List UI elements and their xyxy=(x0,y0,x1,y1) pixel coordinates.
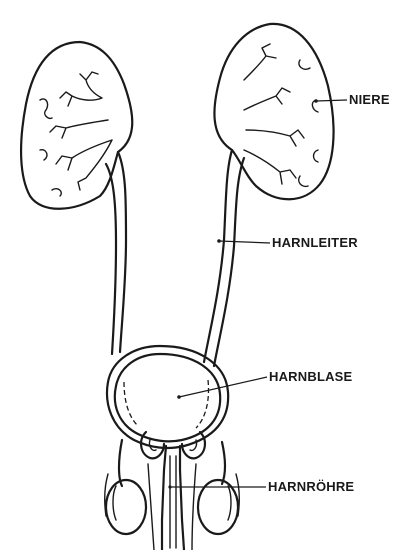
urethra xyxy=(148,446,196,550)
bladder xyxy=(107,346,228,448)
leader-lines xyxy=(168,99,347,488)
leader-bladder xyxy=(179,377,267,397)
kidney-label: NIERE xyxy=(349,93,390,107)
ureters xyxy=(106,150,244,366)
leader-ureter xyxy=(219,241,270,243)
right-kidney xyxy=(214,24,333,199)
left-kidney xyxy=(21,42,132,209)
leader-kidney xyxy=(316,100,347,101)
urethra-label: HARNRÖHRE xyxy=(268,480,354,494)
bladder-label: HARNBLASE xyxy=(269,370,352,384)
ureter-label: HARNLEITER xyxy=(272,236,358,250)
